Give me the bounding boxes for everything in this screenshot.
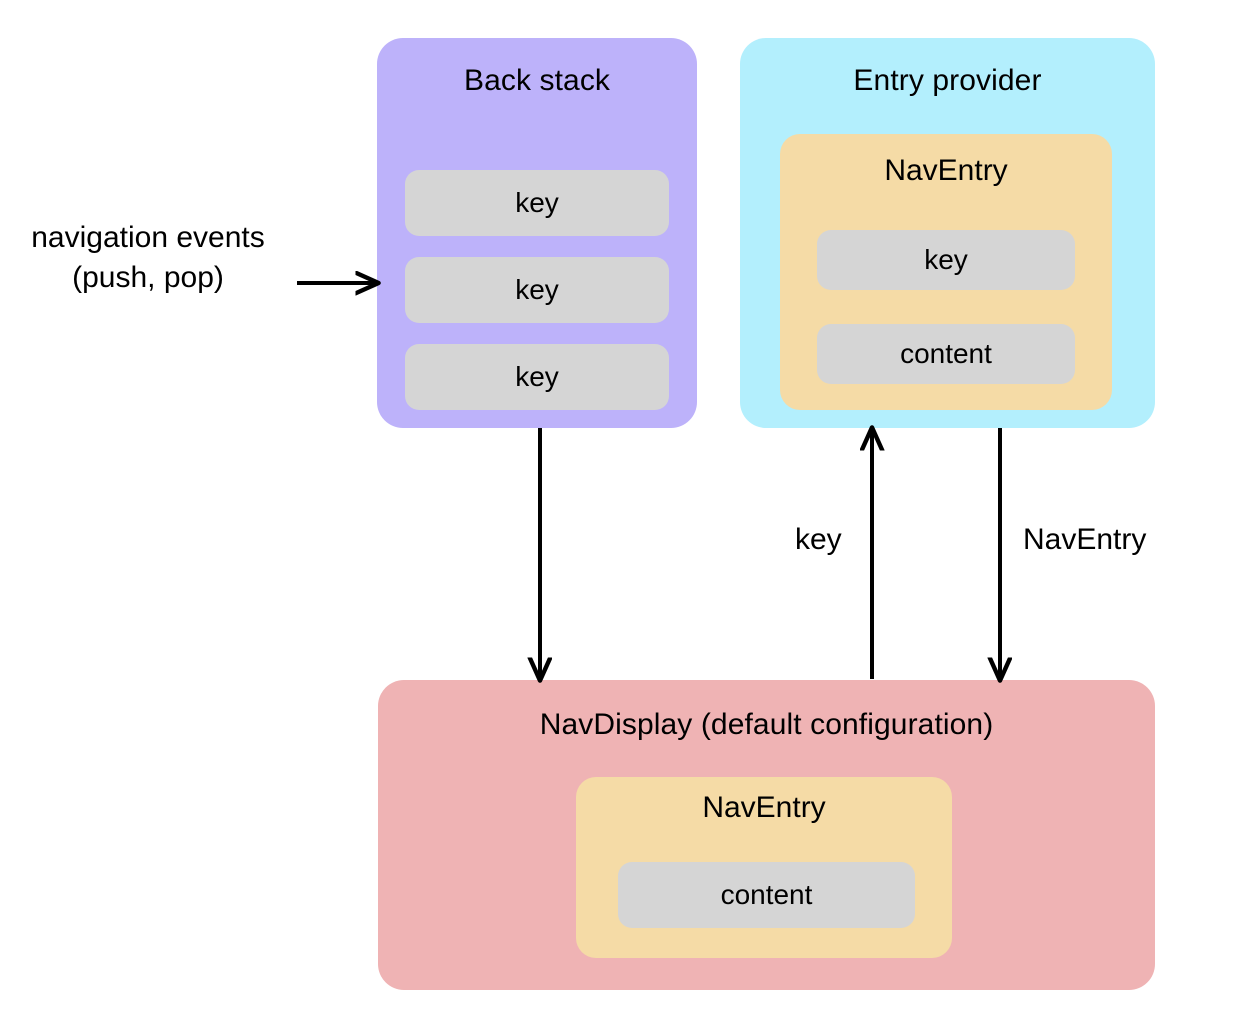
back-stack-key-pill: key	[405, 344, 669, 410]
edge-label-key: key	[795, 523, 842, 556]
back-stack-key-pill: key	[405, 257, 669, 323]
entry-provider-nav-entry-box: NavEntry key content	[780, 134, 1112, 410]
back-stack-box: Back stack key key key	[377, 38, 697, 428]
entry-provider-nav-entry-title: NavEntry	[884, 154, 1008, 187]
entry-provider-box: Entry provider NavEntry key content	[740, 38, 1155, 428]
entry-provider-nav-entry-content-pill: content	[817, 324, 1075, 384]
nav-display-nav-entry-title: NavEntry	[702, 791, 826, 824]
entry-provider-nav-entry-key-pill: key	[817, 230, 1075, 290]
nav-display-box: NavDisplay (default configuration) NavEn…	[378, 680, 1155, 990]
nav-display-title: NavDisplay (default configuration)	[539, 708, 994, 741]
nav-display-nav-entry-box: NavEntry content	[576, 777, 952, 958]
back-stack-title: Back stack	[463, 64, 611, 97]
nav-display-nav-entry-content-pill: content	[618, 862, 915, 928]
edge-label-naventry: NavEntry	[1023, 523, 1147, 556]
back-stack-key-pill: key	[405, 170, 669, 236]
entry-provider-title: Entry provider	[853, 64, 1042, 97]
navigation-events-label: navigation events (push, pop)	[31, 221, 265, 294]
